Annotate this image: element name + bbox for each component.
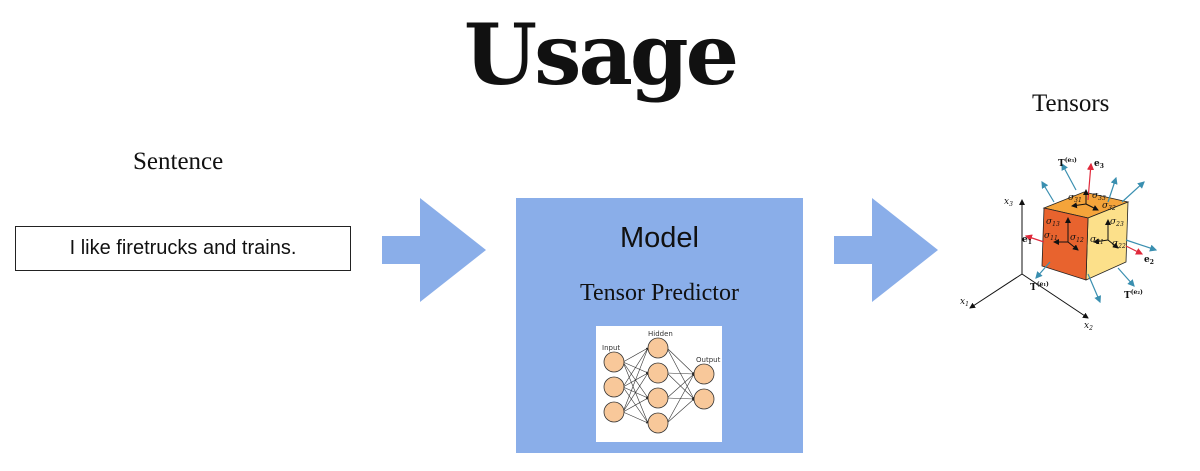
network-connection <box>666 372 695 376</box>
svg-text:T(e₂): T(e₂) <box>1124 289 1143 301</box>
svg-text:e2: e2 <box>1144 255 1154 266</box>
tensors-label: Tensors <box>1032 90 1110 117</box>
neuron-node <box>693 388 715 410</box>
network-connection <box>622 347 649 388</box>
svg-text:σ11: σ11 <box>1044 231 1058 242</box>
stress-cube <box>1041 191 1130 281</box>
network-connection <box>666 347 695 375</box>
neural-network-graphic: Input Hidden Output <box>602 330 721 434</box>
svg-text:T(e₁): T(e₁) <box>1030 281 1049 293</box>
model-box: Model Tensor Predictor Input Hidden Outp… <box>516 198 803 453</box>
svg-text:e3: e3 <box>1094 159 1104 170</box>
arrow-right-icon <box>382 198 486 302</box>
svg-text:T(e₃): T(e₃) <box>1058 157 1077 169</box>
svg-text:σ13: σ13 <box>1046 217 1060 228</box>
page-title: Usage <box>463 5 739 104</box>
svg-text:σ31: σ31 <box>1068 193 1082 204</box>
network-connection <box>622 347 649 363</box>
neuron-node <box>647 412 669 434</box>
arrow-right-icon <box>834 198 938 302</box>
svg-text:x3: x3 <box>1004 197 1013 208</box>
svg-text:σ22: σ22 <box>1112 239 1126 250</box>
neural-network-diagram: Input Hidden Output <box>596 326 722 442</box>
neuron-node <box>603 351 625 373</box>
figure-labels: x3 x1 x2 e1 e2 e3 T(e₃) T(e₁) T(e₂) σ13 … <box>960 157 1154 332</box>
neuron-node <box>603 401 625 423</box>
network-connection <box>622 347 649 413</box>
model-title: Model <box>620 222 699 254</box>
neuron-node <box>647 337 669 359</box>
stress-arrows <box>1053 189 1119 251</box>
sentence-input-box: I like firetrucks and trains. <box>15 226 351 271</box>
network-connection <box>622 397 649 413</box>
hidden-layer-label: Hidden <box>648 330 673 338</box>
svg-text:σ12: σ12 <box>1070 233 1084 244</box>
svg-text:x2: x2 <box>1084 321 1093 332</box>
network-connection <box>666 373 695 424</box>
traction-vectors <box>1035 162 1158 304</box>
coordinate-axes <box>969 199 1089 319</box>
svg-text:σ23: σ23 <box>1110 217 1124 228</box>
neuron-node <box>603 376 625 398</box>
input-layer-label: Input <box>602 344 620 352</box>
stress-tensor-cube-figure: x3 x1 x2 e1 e2 e3 T(e₃) T(e₁) T(e₂) σ13 … <box>960 157 1158 332</box>
svg-text:σ32: σ32 <box>1102 201 1116 212</box>
neuron-node <box>693 363 715 385</box>
model-subtitle: Tensor Predictor <box>580 280 739 306</box>
network-connection <box>622 411 649 424</box>
network-connection <box>666 373 695 399</box>
neuron-node <box>647 387 669 409</box>
svg-text:σ21: σ21 <box>1090 235 1104 246</box>
svg-text:σ33: σ33 <box>1092 191 1106 202</box>
network-connection <box>666 398 695 424</box>
output-layer-label: Output <box>696 356 721 364</box>
svg-text:x1: x1 <box>960 297 969 308</box>
network-connection <box>622 372 649 413</box>
sentence-label: Sentence <box>133 148 224 175</box>
svg-text:e1: e1 <box>1022 235 1032 246</box>
neuron-node <box>647 362 669 384</box>
